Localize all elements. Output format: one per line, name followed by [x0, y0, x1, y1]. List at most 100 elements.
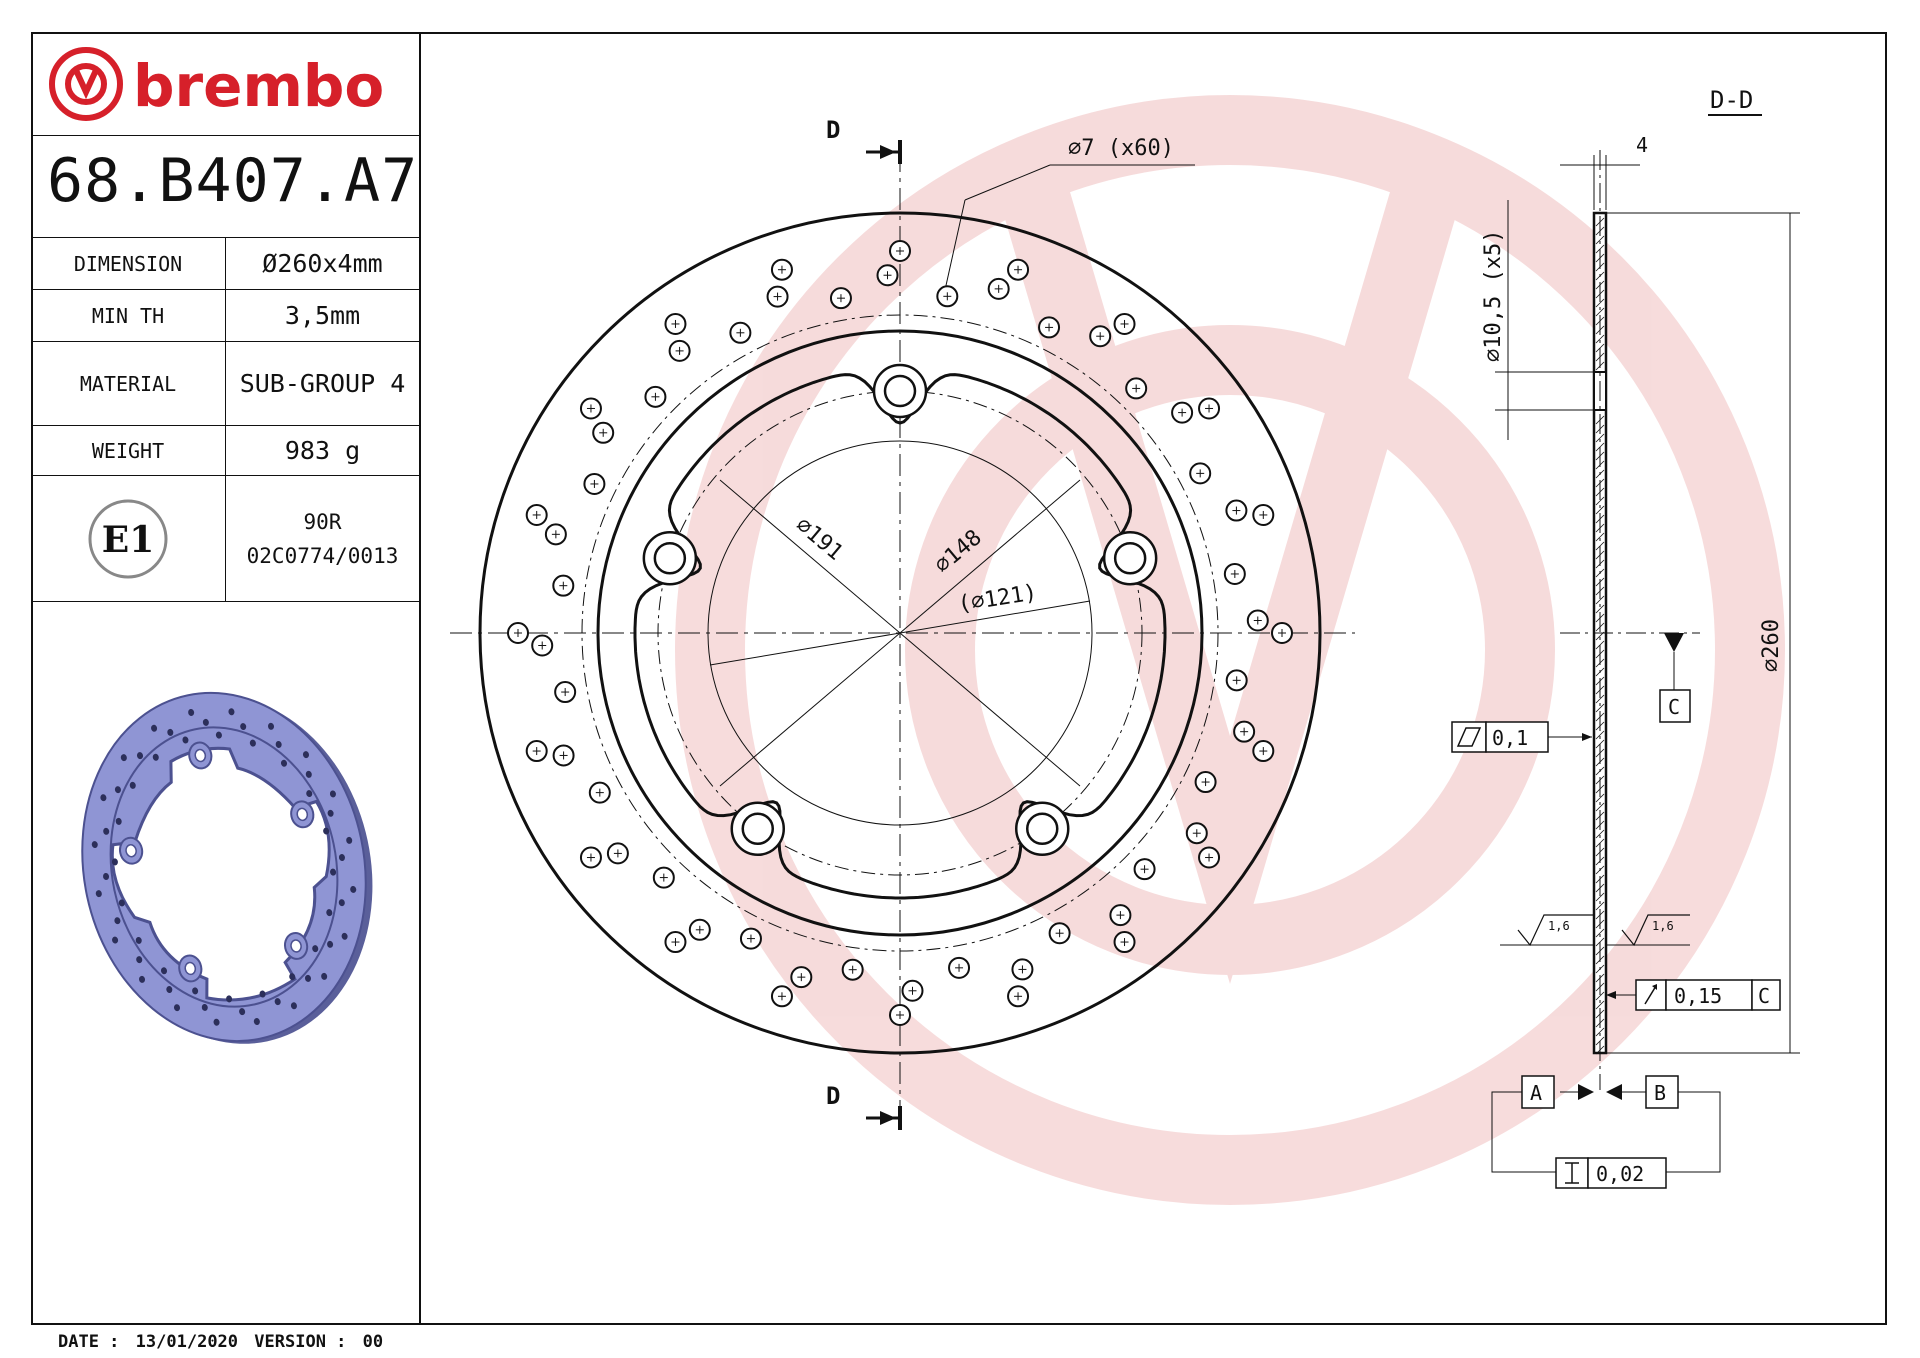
disc-3d-hole	[239, 1008, 246, 1016]
drill-hole	[583, 472, 606, 495]
drill-hole	[664, 312, 687, 335]
spec-label: DIMENSION	[31, 238, 226, 289]
spec-value: SUB-GROUP 4	[239, 369, 406, 398]
disc-3d-hole	[312, 945, 319, 953]
disc-3d-hole	[228, 708, 235, 716]
drill-hole	[1198, 397, 1221, 420]
drill-hole	[876, 264, 899, 287]
spec-value: Ø260x4mm	[262, 249, 383, 278]
disc-3d-hole	[201, 1003, 208, 1011]
version-label: VERSION :	[254, 1332, 347, 1352]
approval-line2: 02C0774/0013	[246, 543, 399, 568]
disc-3d-hole	[321, 972, 328, 980]
disc-3d-hole	[136, 956, 143, 964]
drill-hole	[688, 918, 711, 941]
datum-c: C	[1668, 695, 1680, 719]
disc-3d-hole	[249, 739, 256, 747]
section-title: D-D	[1710, 86, 1753, 114]
disc-3d-hole	[327, 809, 334, 817]
disc-3d-hole	[103, 827, 110, 835]
disc-3d-hole	[188, 708, 195, 716]
section-label-bottom: D	[826, 1082, 840, 1110]
drill-hole	[1185, 822, 1208, 845]
mount-hole	[642, 530, 698, 586]
disc-3d-hole	[166, 986, 173, 994]
disc-3d-hole	[120, 754, 127, 762]
date-value: 13/01/2020	[135, 1332, 239, 1352]
disc-3d-hole	[290, 1002, 297, 1010]
drill-hole	[889, 240, 911, 262]
approval-mark: E1	[102, 519, 155, 561]
approval-text: 90R 02C0774/0013	[226, 476, 419, 601]
drill-hole	[1113, 931, 1136, 954]
disc-3d-hole	[267, 722, 275, 730]
drawing-frame	[31, 32, 1887, 1325]
drill-hole	[987, 277, 1010, 300]
date-label: DATE :	[58, 1332, 120, 1352]
drill-hole	[525, 740, 548, 763]
drill-hole	[1246, 609, 1269, 632]
drill-hole	[1194, 771, 1217, 794]
disc-3d-hole	[182, 736, 189, 744]
section-label-top: D	[826, 116, 840, 144]
drill-hole	[766, 285, 789, 308]
disc-3d-hole	[346, 836, 353, 844]
disc-3d-hole	[135, 936, 142, 944]
disc-3d-hole	[338, 899, 345, 907]
disc-3d-hole	[202, 718, 209, 726]
part-number-cell: 68.B407.A7	[31, 136, 419, 238]
disc-3d-hole	[160, 967, 168, 975]
mount-hole	[1014, 801, 1070, 857]
drill-hole	[729, 321, 752, 344]
drill-hole	[948, 956, 971, 979]
drill-hole	[531, 634, 554, 657]
spec-value: 983 g	[284, 436, 361, 465]
disc-3d-hole	[118, 899, 125, 907]
disc-3d-hole	[151, 724, 158, 732]
drill-hole	[936, 285, 959, 308]
drill-hole	[592, 421, 615, 444]
disc-3d-hole	[304, 974, 312, 982]
disc-3d-hole	[114, 917, 121, 925]
disc-3d-hole	[173, 1004, 181, 1012]
drill-hole	[1252, 503, 1275, 526]
brand-name: brembo	[133, 52, 384, 120]
drill-hole	[668, 339, 691, 362]
mount-hole	[730, 801, 786, 857]
roughness-left: 1,6	[1500, 914, 1594, 947]
section-marker-bottom: D	[826, 1082, 902, 1130]
drill-hole	[1189, 462, 1212, 485]
disc-3d-hole	[327, 940, 334, 948]
disc-3d-hole	[350, 885, 357, 893]
tol-runout: 0,15	[1674, 984, 1722, 1008]
drill-hole	[1171, 401, 1194, 424]
disc-3d-hole	[215, 731, 222, 739]
roughness-right: 1,6	[1606, 914, 1690, 947]
drill-hole	[544, 523, 567, 546]
disc-3d-hole	[152, 753, 159, 761]
spec-value: 3,5mm	[284, 301, 361, 330]
spec-label: WEIGHT	[31, 426, 226, 475]
title-block: brembo 68.B407.A7 DIMENSION Ø260x4mm MIN…	[31, 32, 421, 1325]
disc-3d-hole	[305, 770, 312, 778]
approval-mark-cell: E1	[31, 476, 226, 601]
mount-hole	[1102, 530, 1158, 586]
drill-hole	[606, 842, 629, 865]
drill-hole	[1125, 377, 1148, 400]
disc-3d-hole	[275, 740, 282, 748]
datum-c-ref: C	[1758, 984, 1770, 1008]
disc-3d-view	[81, 691, 373, 1044]
disc-3d-hole	[111, 858, 118, 866]
disc-3d-hole	[323, 827, 330, 835]
disc-3d-hole	[129, 781, 136, 789]
drill-hole	[1271, 622, 1293, 644]
drill-hole	[1133, 858, 1156, 881]
spec-row-material: MATERIAL SUB-GROUP 4	[31, 342, 419, 426]
disc-front-view	[450, 150, 1355, 1110]
dim-holes-label: ⌀7 (x60)	[1068, 136, 1174, 161]
section-view: D-D 4 ⌀10,5 (x5) ⌀260	[1451, 86, 1800, 1189]
drill-hole	[1007, 258, 1030, 281]
dim-191-label: ⌀191	[791, 513, 848, 566]
footer: DATE : 13/01/2020 VERSION : 00	[58, 1332, 389, 1352]
drill-hole	[770, 258, 793, 281]
